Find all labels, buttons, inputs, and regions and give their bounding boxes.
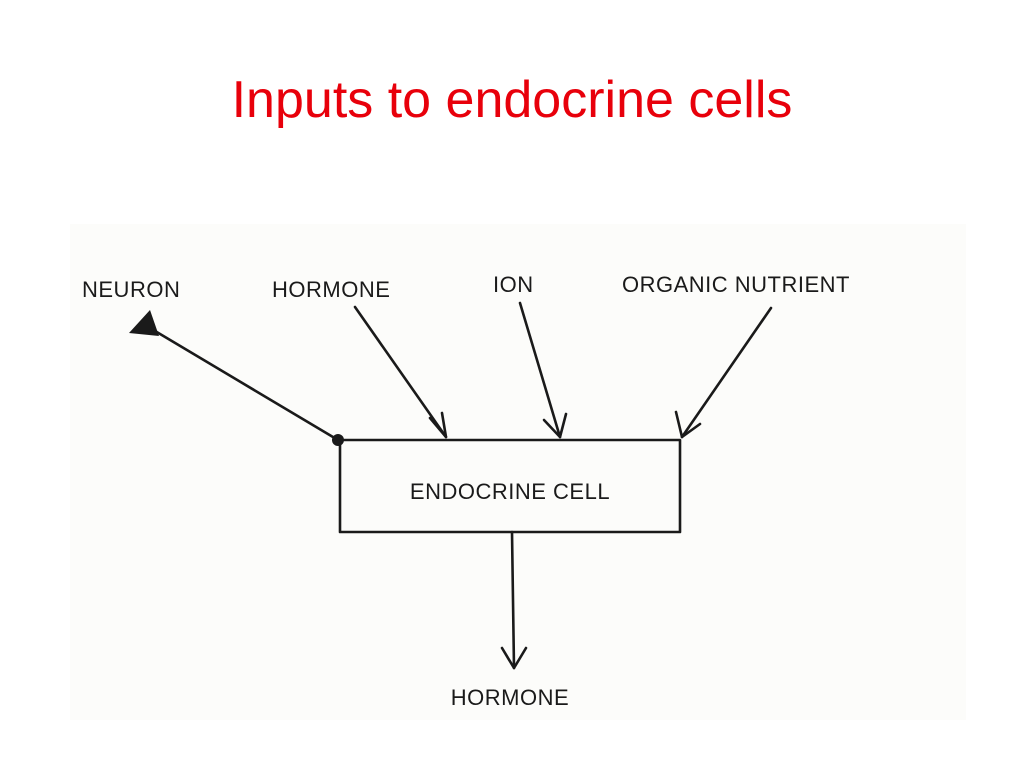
- organic-nutrient-arrow: [680, 306, 773, 439]
- hormone-input-arrow: [353, 305, 448, 439]
- endocrine-cell-label: ENDOCRINE CELL: [410, 479, 610, 504]
- organic-nutrient-arrowhead: [674, 410, 702, 439]
- diagram-panel: [70, 224, 966, 720]
- label-hormone-input: HORMONE: [272, 277, 390, 302]
- hormone-output-arrow: [510, 530, 516, 670]
- endocrine-cell-box: [338, 438, 682, 534]
- ion-arrowhead: [542, 412, 568, 439]
- hormone-output-arrowhead: [500, 646, 528, 670]
- ion-arrow: [518, 301, 562, 439]
- hormone-input-arrowhead: [428, 411, 448, 439]
- slide-title: Inputs to endocrine cells: [231, 71, 793, 129]
- neuron-connection-line: [148, 326, 340, 442]
- label-neuron: NEURON: [82, 277, 180, 302]
- label-organic-nutrient: ORGANIC NUTRIENT: [622, 272, 850, 297]
- label-hormone-output: HORMONE: [451, 685, 569, 710]
- label-ion: ION: [493, 272, 534, 297]
